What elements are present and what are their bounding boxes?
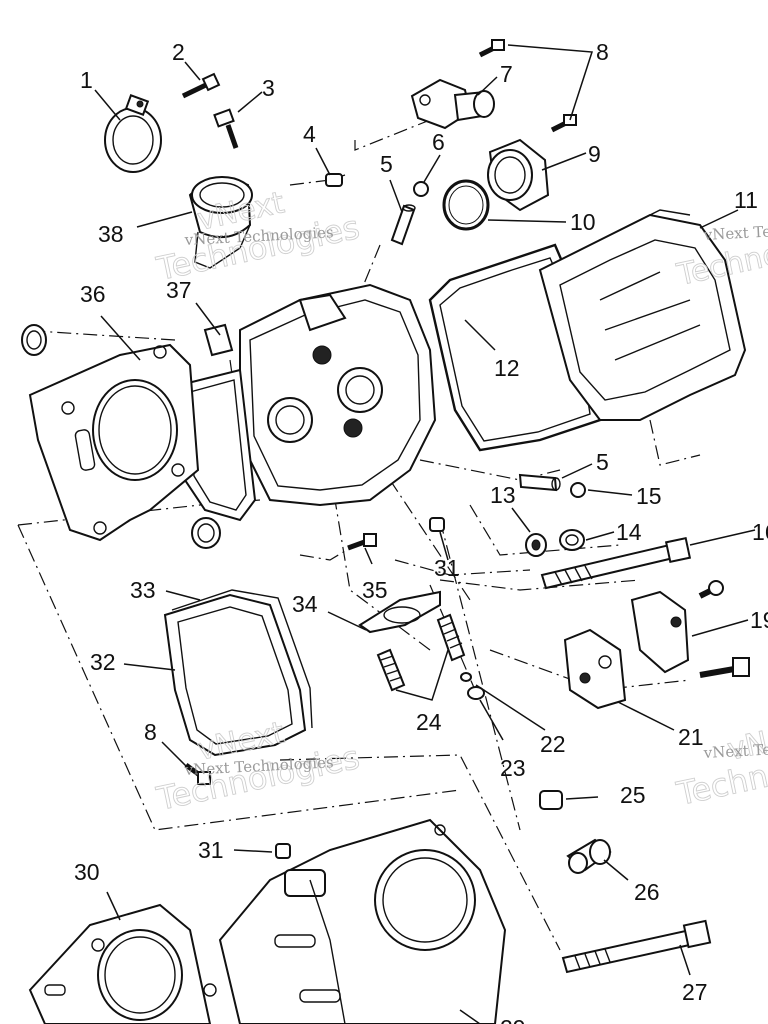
cylinder-gasket-36 <box>28 343 200 542</box>
callout-4: 4 <box>303 121 316 147</box>
callout-30: 30 <box>74 859 100 885</box>
intake-boot-38 <box>188 176 253 269</box>
bolt-right-lower <box>699 657 750 678</box>
callout-35: 35 <box>362 577 388 603</box>
nut-6 <box>413 181 429 197</box>
gasket-33 <box>171 589 313 729</box>
callout-15: 15 <box>636 483 662 509</box>
callout-36: 36 <box>80 281 106 307</box>
pin-4 <box>325 173 343 187</box>
outlet-elbow-7 <box>410 78 495 130</box>
dowel-5a <box>390 204 416 246</box>
bolt-35 <box>347 533 377 551</box>
cylinder-head <box>239 283 437 507</box>
spring-24a <box>376 648 406 692</box>
dowel-5b <box>518 473 561 492</box>
callout-25: 25 <box>620 782 646 808</box>
pin-31a <box>429 517 445 532</box>
watermark-bottom: vNext Technologies vNext Technologies <box>152 715 363 819</box>
leader-lines <box>94 44 756 1024</box>
cylinder-block-29 <box>218 818 507 1024</box>
thermostat-housing-9 <box>487 138 550 212</box>
callout-8a: 8 <box>596 39 609 65</box>
callout-29: 29 <box>500 1015 526 1024</box>
head-gasket-37 <box>178 323 257 522</box>
callout-19: 19 <box>750 607 768 633</box>
side-cover-32 <box>163 593 307 757</box>
callout-labels: 1 2 3 4 5 6 7 8 9 10 11 12 5 13 14 15 16… <box>74 39 768 1024</box>
callout-34: 34 <box>292 591 318 617</box>
pin-23 <box>467 686 485 700</box>
seal-left <box>21 324 47 356</box>
callout-8b: 8 <box>144 719 157 745</box>
callout-14: 14 <box>616 519 642 545</box>
bolt-8-mid <box>550 114 577 133</box>
callout-26: 26 <box>634 879 660 905</box>
base-gasket-30 <box>28 903 217 1024</box>
clip-22 <box>460 672 472 682</box>
callout-16: 16 <box>752 519 768 545</box>
callout-9: 9 <box>588 141 601 167</box>
hose-clamp <box>104 94 162 173</box>
callout-32: 32 <box>90 649 116 675</box>
watermark-top: vNext Technologies vNext Technologies <box>152 185 363 289</box>
callout-1: 1 <box>80 67 93 93</box>
spring-24b <box>436 613 466 662</box>
callout-38: 38 <box>98 221 124 247</box>
callout-3: 3 <box>262 75 275 101</box>
bolt-short-right <box>698 580 724 599</box>
seal-bottom <box>191 517 221 549</box>
callout-23: 23 <box>500 755 526 781</box>
bolt-8-top <box>478 39 505 58</box>
stud-27 <box>561 919 712 974</box>
callout-13: 13 <box>490 482 516 508</box>
callout-6: 6 <box>432 129 445 155</box>
callout-12: 12 <box>494 355 520 381</box>
callout-27: 27 <box>682 979 708 1005</box>
callout-2: 2 <box>172 39 185 65</box>
callout-24: 24 <box>416 709 442 735</box>
callout-7: 7 <box>500 61 513 87</box>
callout-37: 37 <box>166 277 192 303</box>
nut-15 <box>570 482 586 498</box>
pin-31b <box>275 843 291 859</box>
callout-11: 11 <box>734 187 758 213</box>
callout-21: 21 <box>678 724 704 750</box>
callout-5a: 5 <box>380 151 393 177</box>
callout-5b: 5 <box>596 449 609 475</box>
valve-cover-11 <box>538 209 747 421</box>
bracket-21 <box>563 628 627 710</box>
callout-31b: 31 <box>198 837 224 863</box>
bolt-3 <box>213 108 239 149</box>
callout-10: 10 <box>570 209 596 235</box>
callout-22: 22 <box>540 731 566 757</box>
plug-14 <box>559 529 585 551</box>
o-ring-10 <box>442 179 490 231</box>
bolt-8-lower <box>184 762 211 785</box>
screw-2 <box>181 72 221 99</box>
long-stud-16 <box>540 536 692 590</box>
callout-31a: 31 <box>434 555 460 581</box>
callout-33: 33 <box>130 577 156 603</box>
pin-25 <box>539 790 563 810</box>
fitting-26 <box>566 838 612 874</box>
washer-13 <box>525 533 547 557</box>
flange-gasket-34 <box>358 590 441 634</box>
bracket-19 <box>630 590 690 674</box>
